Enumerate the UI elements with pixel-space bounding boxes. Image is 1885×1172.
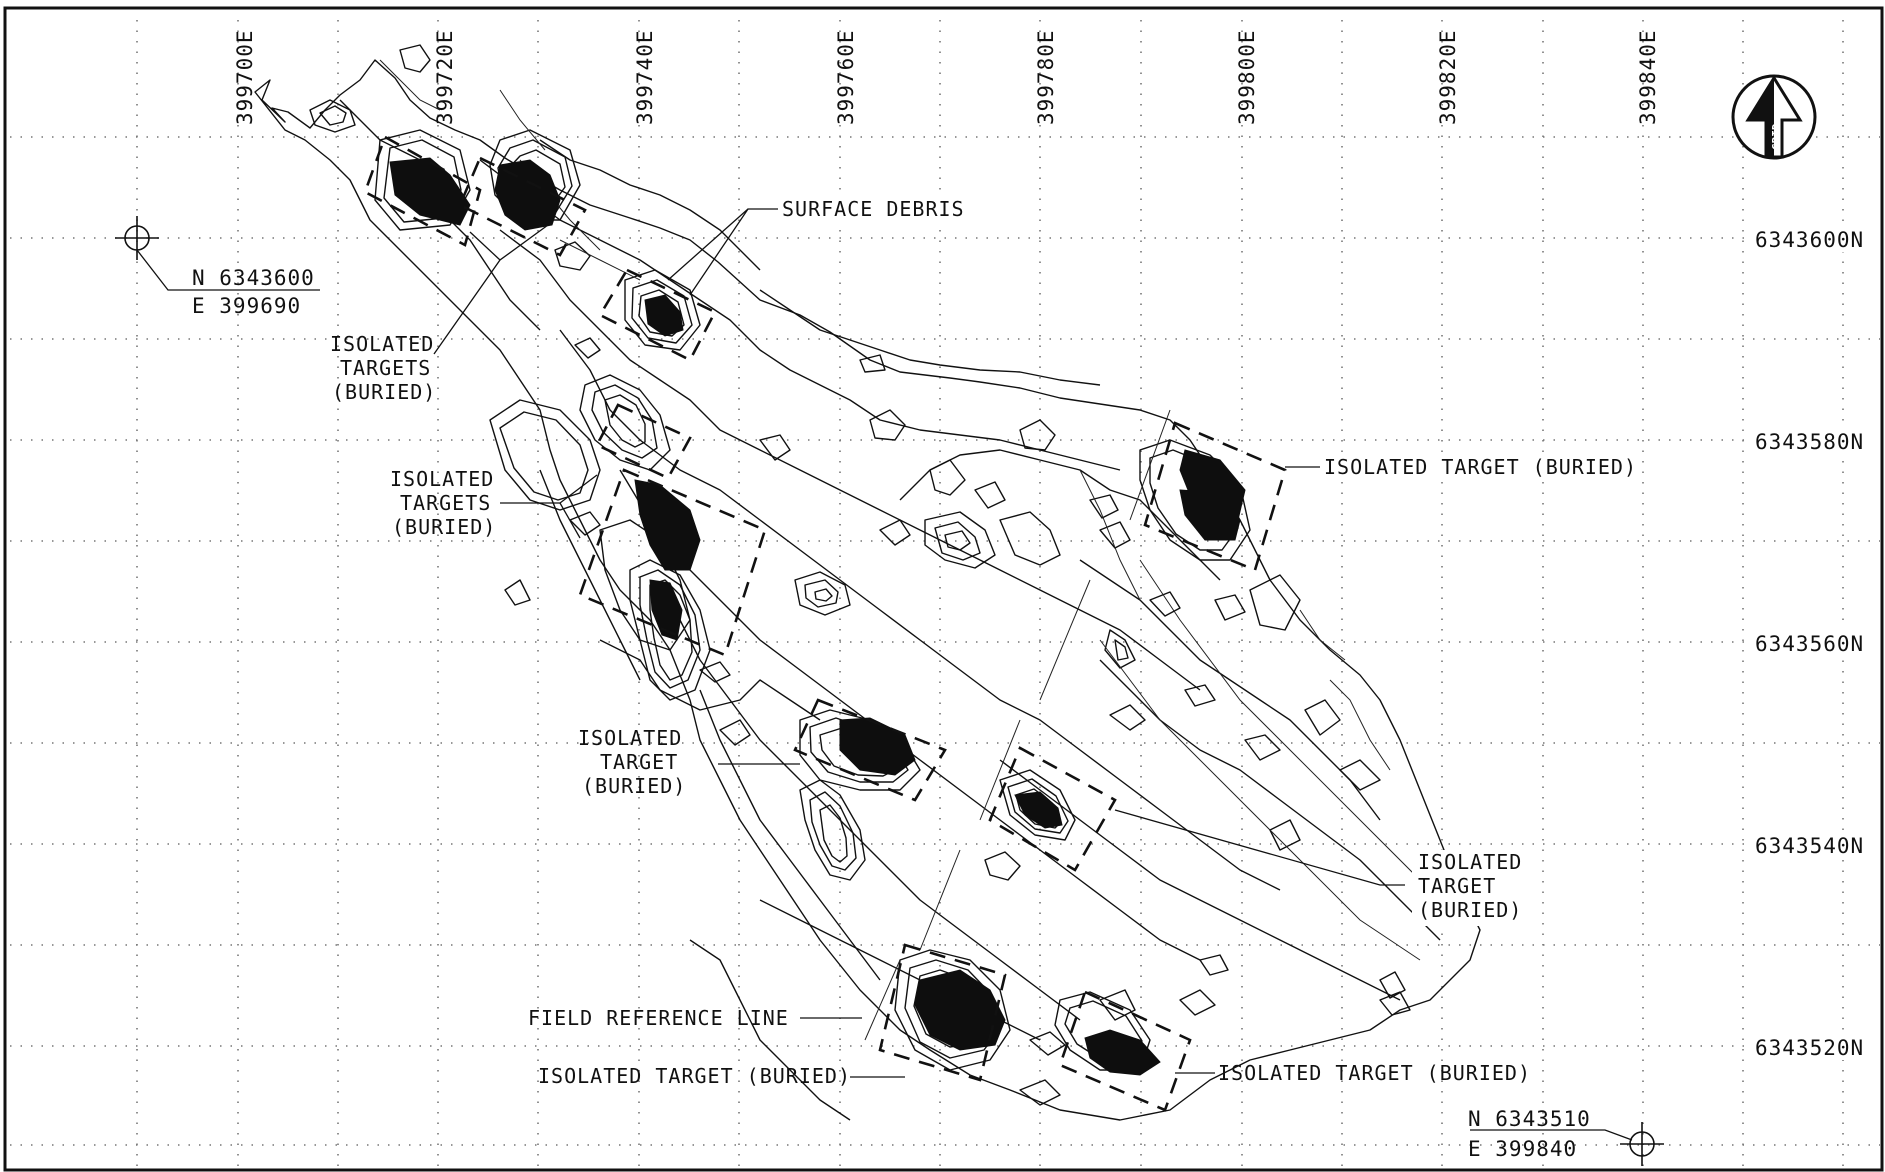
isolated-target-label: (BURIED): [582, 774, 686, 798]
map-border: [3, 6, 1884, 1172]
annotation-leaders: [433, 208, 1405, 1078]
isolated-target-label: TARGET: [1418, 874, 1496, 898]
north-arrow-label: GRID: [1770, 123, 1783, 150]
control-point-marker-icon: [115, 216, 320, 291]
contour-lines: [254, 44, 1481, 1121]
easting-label: 399840E: [1636, 29, 1660, 125]
easting-label: 399780E: [1034, 29, 1058, 125]
isolated-target-label: ISOLATED TARGET (BURIED): [1218, 1061, 1531, 1085]
isolated-target-label: ISOLATED: [1418, 850, 1522, 874]
northing-label: 6343600N: [1755, 228, 1864, 252]
isolated-targets-label: (BURIED): [392, 515, 496, 539]
easting-labels: 399700E 399720E 399740E 399760E 399780E …: [233, 29, 1660, 125]
surface-debris-label: SURFACE DEBRIS: [782, 197, 965, 221]
isolated-targets-label: ISOLATED: [330, 332, 434, 356]
northing-label: 6343540N: [1755, 834, 1864, 858]
control-point-northing: N 6343510: [1468, 1107, 1591, 1131]
isolated-target-label: ISOLATED: [578, 726, 682, 750]
northing-labels: 6343600N 6343580N 6343560N 6343540N 6343…: [1748, 224, 1878, 1060]
north-arrow-icon: GRID: [1731, 74, 1817, 160]
easting-label: 399760E: [834, 29, 858, 125]
isolated-target-label: ISOLATED TARGET (BURIED): [1324, 455, 1637, 479]
isolated-targets-label: TARGETS: [340, 356, 431, 380]
easting-label: 399800E: [1235, 29, 1259, 125]
control-point-northing: N 6343600: [192, 266, 315, 290]
easting-label: 399700E: [233, 29, 257, 125]
anomaly-targets: [389, 157, 1246, 1076]
isolated-targets-label: ISOLATED: [390, 467, 494, 491]
northing-label: 6343580N: [1755, 430, 1864, 454]
isolated-target-label: TARGET: [600, 750, 678, 774]
easting-label: 399740E: [633, 29, 657, 125]
annotations: SURFACE DEBRIS ISOLATED TARGETS (BURIED)…: [330, 196, 1642, 1088]
northing-label: 6343520N: [1755, 1036, 1864, 1060]
control-point-marker-icon: [1470, 1122, 1664, 1166]
isolated-target-label: ISOLATED TARGET (BURIED): [538, 1064, 851, 1088]
field-reference-line-label: FIELD REFERENCE LINE: [528, 1006, 789, 1030]
easting-label: 399820E: [1436, 29, 1460, 125]
easting-label: 399720E: [433, 29, 457, 125]
isolated-targets-label: TARGETS: [400, 491, 491, 515]
isolated-targets-label: (BURIED): [332, 380, 436, 404]
target-boundaries: [363, 135, 1287, 1112]
control-point-easting: E 399840: [1468, 1137, 1577, 1161]
isolated-target-label: (BURIED): [1418, 898, 1522, 922]
coordinate-grid: [10, 20, 1880, 1168]
control-point-easting: E 399690: [192, 294, 301, 318]
northing-label: 6343560N: [1755, 632, 1864, 656]
